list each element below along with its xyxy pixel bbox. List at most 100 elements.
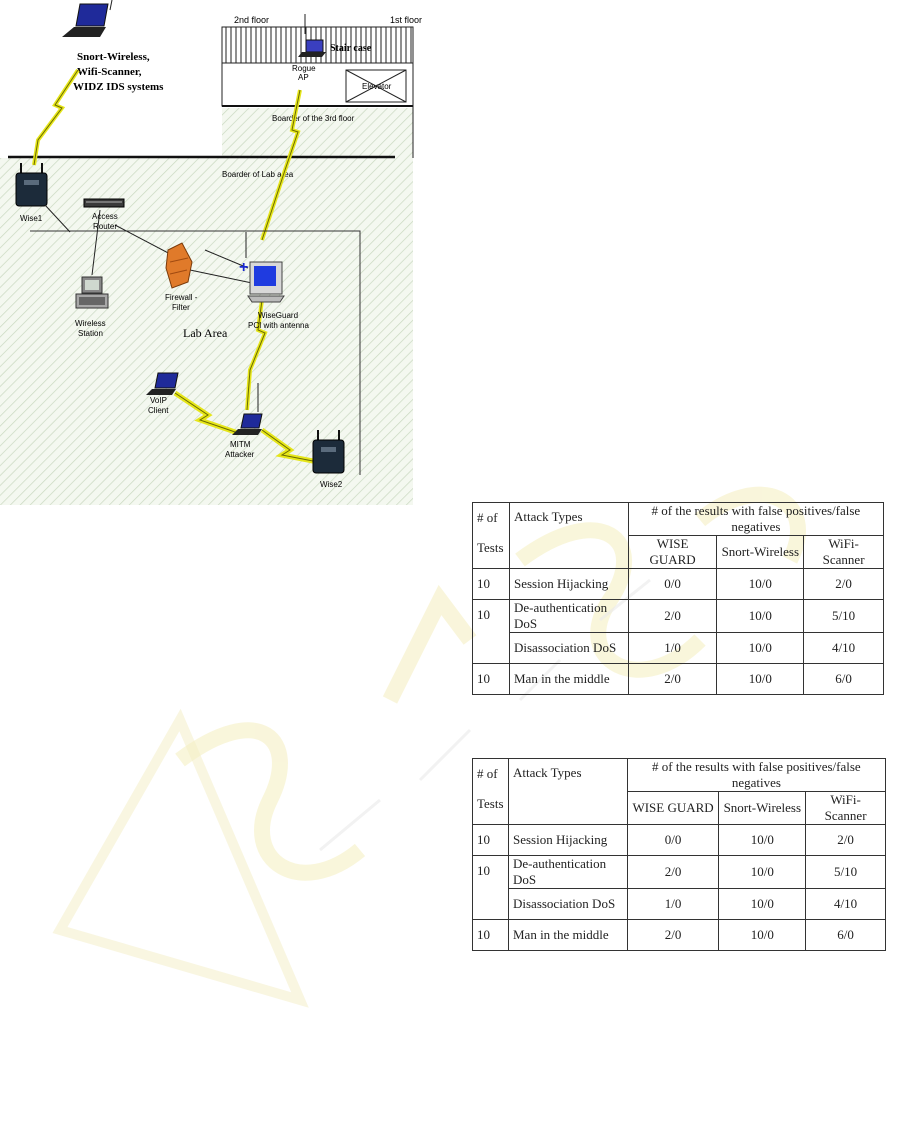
lab-area-border [30, 230, 361, 475]
wireless-link-bolt-voip [173, 390, 239, 436]
cell-snort-wireless: 10/0 [716, 632, 805, 664]
svg-text:+: + [239, 259, 248, 276]
wireless-station-icon [75, 276, 109, 309]
wireless-link-bolt-ids [32, 68, 80, 166]
header-wise-guard: WISE GUARD [626, 791, 720, 825]
cell-tests: 10 [472, 855, 509, 920]
wise1-access-point-icon [15, 163, 48, 207]
cell-wise-guard: 0/0 [627, 568, 718, 600]
wiseguard-pc-icon: + [239, 232, 285, 303]
header-wifi-scanner: WiFi-Scanner [803, 535, 884, 569]
wise1-label: Wise1 [20, 214, 43, 223]
network-diagram: 2nd floor 1st floor Stair case Elevator … [0, 0, 422, 505]
wireless-station-label-2: Station [78, 329, 103, 338]
cell-tests: 10 [472, 568, 510, 600]
cell-snort-wireless: 10/0 [716, 568, 805, 600]
lab-area-label: Lab Area [183, 326, 228, 340]
cell-snort-wireless: 10/0 [716, 663, 805, 695]
wired-links [44, 204, 253, 284]
cell-wifi-scanner: 5/10 [803, 599, 884, 633]
cell-wifi-scanner: 5/10 [805, 855, 886, 889]
cell-attack: De-authentication DoS [507, 855, 628, 889]
table-row: 10 De-authentication DoS 2/0 10/0 5/10 [472, 599, 884, 664]
cell-tests: 10 [472, 824, 509, 856]
cell-wifi-scanner: 2/0 [805, 824, 886, 856]
cell-snort-wireless: 10/0 [718, 888, 807, 920]
table-row: 10 Man in the middle 2/0 10/0 6/0 [472, 663, 884, 695]
cell-wise-guard: 1/0 [626, 888, 720, 920]
cell-attack: Man in the middle [508, 663, 629, 695]
cell-wise-guard: 0/0 [626, 824, 720, 856]
header-attack-types: Attack Types [508, 502, 629, 569]
hatched-floor-area [0, 108, 413, 505]
rogue-ap-laptop-icon [298, 14, 326, 57]
wise2-label: Wise2 [320, 480, 343, 489]
ids-label-1: Snort-Wireless, [77, 51, 150, 63]
cell-wifi-scanner: 4/10 [805, 888, 886, 920]
wise2-access-point-icon [312, 430, 345, 474]
cell-wifi-scanner: 6/0 [803, 663, 884, 695]
staircase-label: Stair case [330, 43, 372, 54]
results-table-1: # of Tests Attack Types # of the results… [472, 502, 885, 695]
floor2-label: 2nd floor [234, 15, 269, 25]
cell-attack: Disassociation DoS [508, 632, 629, 664]
cell-wifi-scanner: 4/10 [803, 632, 884, 664]
cell-tests: 10 [472, 919, 509, 951]
cell-attack: Session Hijacking [507, 824, 628, 856]
access-router-label-1: Access [92, 212, 118, 221]
cell-wise-guard: 1/0 [627, 632, 718, 664]
cell-attack: De-authentication DoS [508, 599, 629, 633]
header-snort-wireless: Snort-Wireless [718, 791, 807, 825]
border-lab-label: Boarder of Lab area [222, 170, 294, 179]
mitm-attacker-laptop-icon [232, 383, 263, 435]
firewall-label-1: Firewall - [165, 293, 198, 302]
voip-label-2: Client [148, 406, 169, 415]
header-tests: # of Tests [472, 758, 509, 825]
rogue-ap-label-1: Rogue [292, 64, 316, 73]
wireless-link-bolt-rogue [260, 89, 302, 241]
floor1-label: 1st floor [390, 15, 422, 25]
cell-snort-wireless: 10/0 [718, 855, 807, 889]
table-row: Disassociation DoS 1/0 10/0 4/10 [473, 888, 886, 920]
table-row: Disassociation DoS 1/0 10/0 4/10 [473, 632, 884, 664]
ids-laptop-icon [62, 0, 113, 37]
wireless-station-label-1: Wireless [75, 319, 106, 328]
voip-label-1: VoIP [150, 396, 167, 405]
cell-attack: Disassociation DoS [507, 888, 628, 920]
results-table-2: # of Tests Attack Types # of the results… [472, 758, 887, 951]
header-tests-line2: Tests [477, 540, 504, 555]
mitm-label-2: Attacker [225, 450, 255, 459]
table-row: 10 De-authentication DoS 2/0 10/0 5/10 [472, 855, 886, 920]
cell-snort-wireless: 10/0 [716, 599, 805, 633]
ids-label-3: WIDZ IDS systems [73, 81, 164, 93]
voip-client-laptop-icon [146, 372, 179, 395]
cell-wifi-scanner: 6/0 [805, 919, 886, 951]
elevator-box [345, 69, 407, 103]
cell-wise-guard: 2/0 [626, 855, 720, 889]
ids-label-2: Wifi-Scanner, [77, 66, 142, 78]
header-snort-wireless: Snort-Wireless [716, 535, 805, 569]
access-router-icon [83, 198, 125, 208]
cell-attack: Session Hijacking [508, 568, 629, 600]
elevator-label: Elevator [362, 82, 392, 91]
header-tests-line1: # of [477, 510, 498, 525]
table-row: 10 Session Hijacking 0/0 10/0 2/0 [472, 824, 886, 856]
header-tests-line1: # of [477, 766, 498, 781]
wiseguard-label-2: PCI with antenna [248, 321, 309, 330]
cell-wise-guard: 2/0 [626, 919, 720, 951]
header-results: # of the results with false positives/fa… [626, 758, 887, 792]
wireless-link-bolt-wiseguard [245, 299, 268, 411]
rogue-ap-label-2: AP [298, 73, 309, 82]
wireless-link-bolt-wise2 [260, 427, 319, 465]
cell-snort-wireless: 10/0 [718, 919, 807, 951]
border-3rd-floor-label: Boarder of the 3rd floor [272, 114, 355, 123]
firewall-label-2: Filter [172, 303, 190, 312]
header-wifi-scanner: WiFi-Scanner [805, 791, 886, 825]
cell-tests: 10 [472, 663, 510, 695]
cell-attack: Man in the middle [507, 919, 628, 951]
wiseguard-label-1: WiseGuard [258, 311, 298, 320]
access-router-label-2: Router [93, 222, 117, 231]
table-row: 10 Man in the middle 2/0 10/0 6/0 [472, 919, 886, 951]
cell-wise-guard: 2/0 [627, 599, 718, 633]
cell-snort-wireless: 10/0 [718, 824, 807, 856]
